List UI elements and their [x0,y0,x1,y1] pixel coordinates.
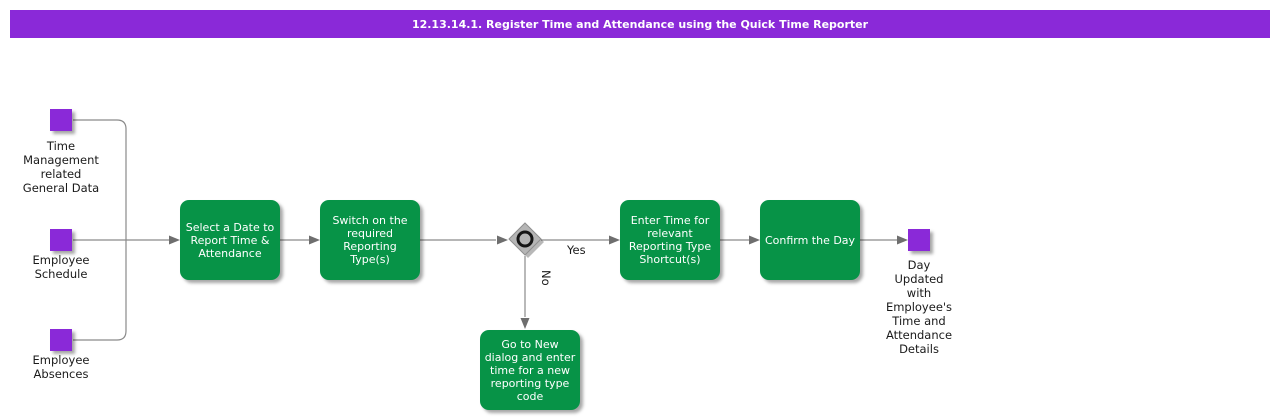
process-confirm-day[interactable]: Confirm the Day [760,200,860,280]
process-select-date[interactable]: Select a Date to Report Time & Attendanc… [180,200,280,280]
decision-gateway-diamond[interactable] [508,222,542,256]
artifact-employee-schedule[interactable] [50,229,72,251]
artifact-label-employee-schedule: Employee Schedule [32,253,90,281]
diagram-title: 12.13.14.1. Register Time and Attendance… [411,17,869,31]
arrowhead-into-select-date [169,235,180,245]
arrowhead-into-day-updated [897,235,908,245]
process-switch-reporting-type[interactable]: Switch on the required Reporting Type(s) [320,200,420,280]
artifact-label-day-updated: Day Updated with Employee's Time and Att… [885,258,953,356]
diagram-title-bar: 12.13.14.1. Register Time and Attendance… [10,10,1270,38]
process-enter-time[interactable]: Enter Time for relevant Reporting Type S… [620,200,720,280]
artifact-label-time-management: Time Management related General Data [22,139,100,195]
artifact-day-updated[interactable] [908,229,930,251]
arrowhead-into-confirm [749,235,760,245]
arrowhead-into-gateway [497,235,508,245]
gateway-circle-icon [516,230,534,248]
arrowhead-into-go-to-new [520,318,530,329]
artifact-label-employee-absences: Employee Absences [32,353,90,381]
artifact-employee-absences[interactable] [50,329,72,351]
gateway-shadow [512,226,544,258]
arrowhead-into-switch [309,235,320,245]
no-branch-label: No [539,270,553,286]
arrowhead-into-enter-time [609,235,620,245]
artifact-time-management-general-data[interactable] [50,109,72,131]
process-go-to-new-dialog[interactable]: Go to New dialog and enter time for a ne… [480,330,580,410]
yes-branch-label: Yes [567,243,586,257]
